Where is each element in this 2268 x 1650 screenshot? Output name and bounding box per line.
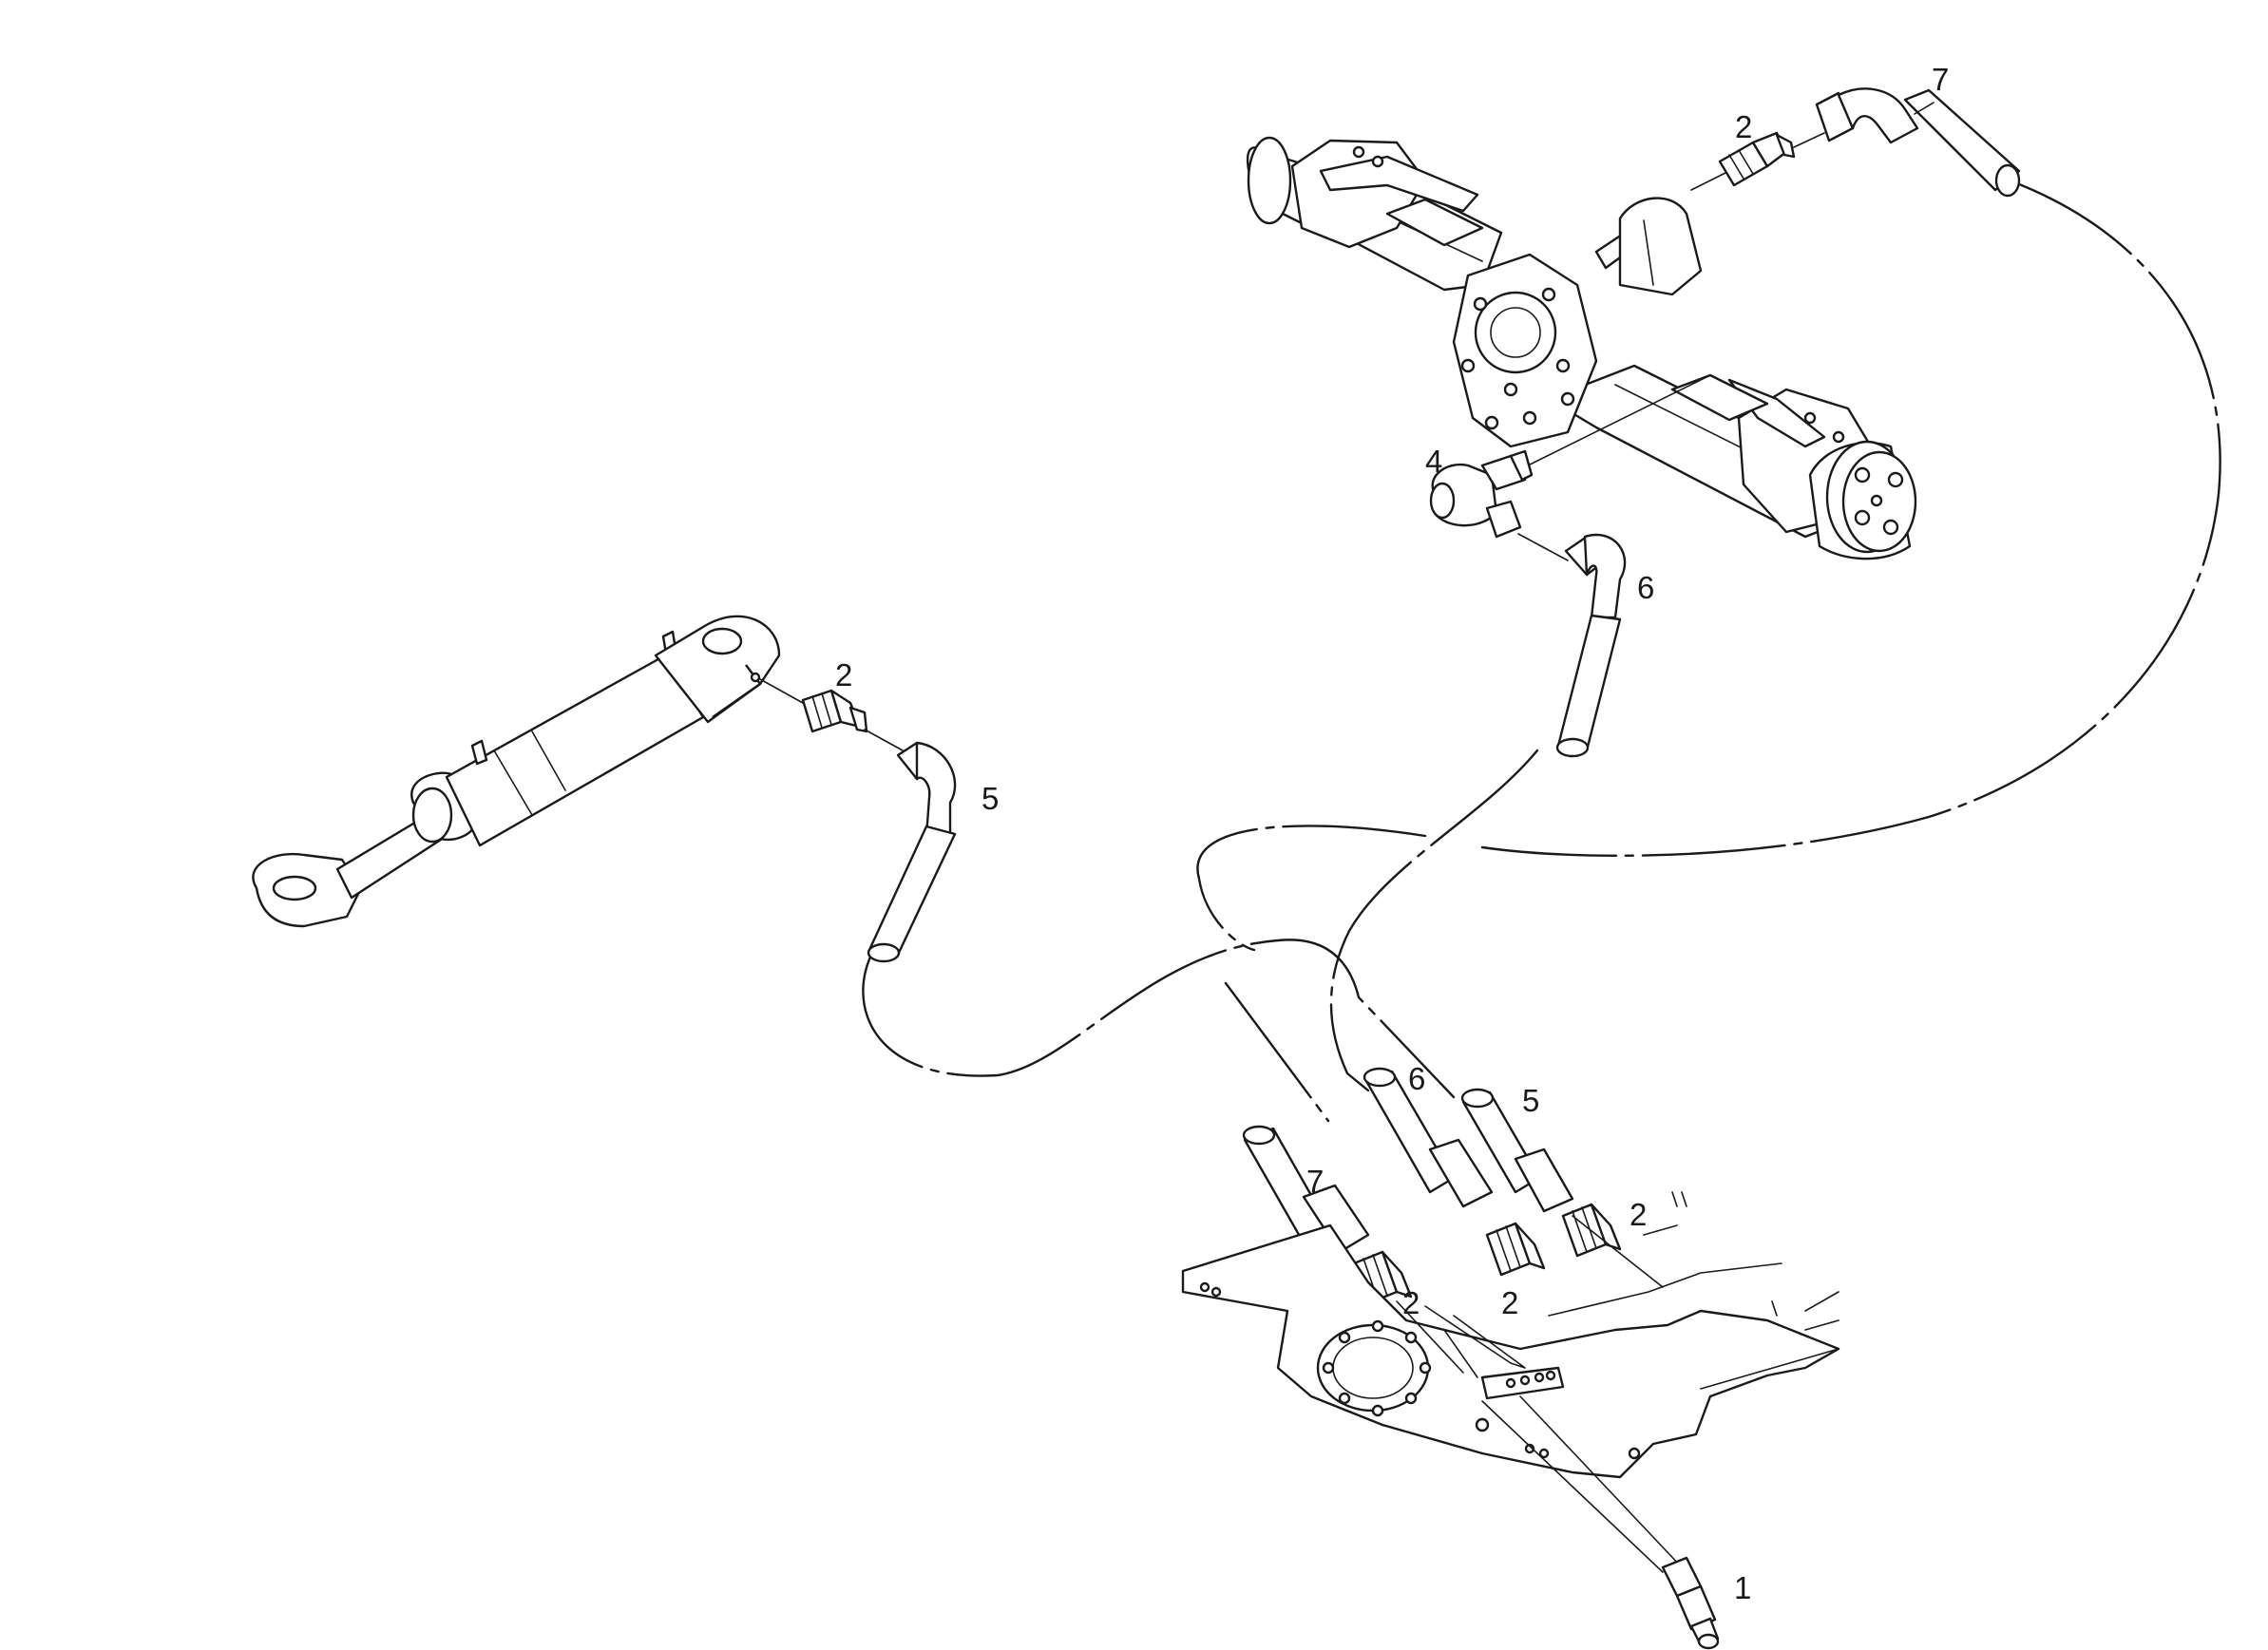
callout-7-upper: 7 (1932, 62, 1949, 97)
hose-7-ferrule-upper (1903, 88, 2021, 192)
hose-5-lower-end (1460, 1088, 1574, 1213)
callout-6-upper: 6 (1637, 570, 1654, 605)
left-hub-face (1247, 136, 1292, 225)
callout-labels: 1 2 2 2 2 2 4 5 5 6 6 7 7 (835, 62, 1949, 1605)
callout-5-upper: 5 (982, 781, 999, 816)
callout-2-lower-mid: 2 (1501, 1285, 1518, 1320)
hose-7-route (1196, 179, 2221, 1123)
mounting-frame (1181, 1191, 1840, 1479)
callout-2-lower-right: 2 (1630, 1197, 1647, 1232)
axle-adapter-fitting-2 (1718, 131, 1796, 187)
callout-4: 4 (1425, 444, 1442, 479)
right-pad-plate (1670, 373, 1769, 422)
callout-7-lower: 7 (1306, 1164, 1324, 1199)
hose-5-upper (867, 741, 957, 963)
left-steering-arm (1319, 155, 1479, 213)
callout-2-lower-left: 2 (1402, 1285, 1420, 1320)
steering-cylinder (252, 615, 781, 928)
hose-5-ferrule-upper (867, 825, 957, 957)
hose-7-axle-end (1815, 87, 2021, 198)
callout-2-cylinder: 2 (835, 657, 852, 692)
hose-6-route (1329, 749, 1539, 1092)
right-hub-studs (1854, 466, 1904, 536)
hose-6-upper (1555, 533, 1627, 758)
left-pad-plate (1385, 198, 1484, 247)
lower-adapter-fitting-2-mid (1485, 1222, 1546, 1277)
frame-bolt-holes (1322, 1319, 1432, 1417)
differential-bolts (1460, 287, 1575, 430)
tee-fitting-4 (1429, 449, 1534, 539)
hose-6-lower-end (1363, 1067, 1494, 1208)
hose-5-route (862, 939, 1456, 1099)
hose-routes (862, 179, 2221, 1123)
frame-plate (1181, 1223, 1840, 1479)
differential-cover (1474, 291, 1557, 374)
hose-6-ferrule-upper (1556, 614, 1622, 752)
cylinder-clevis (654, 615, 781, 724)
callout-5-lower: 5 (1522, 1083, 1539, 1118)
cylinder-adapter-fitting-2 (801, 689, 868, 733)
grease-nipple-barrel (470, 739, 488, 766)
callout-1: 1 (1734, 1570, 1751, 1605)
axle-pinion-housing (1618, 197, 1703, 296)
front-axle-assembly (1246, 136, 1917, 560)
callout-6-lower: 6 (1408, 1061, 1425, 1096)
leader-fitting-4-to-axle (1517, 374, 1711, 471)
grease-nipple-1 (1661, 1556, 1720, 1650)
fitting-leader-lines (1396, 1300, 1683, 1573)
callout-2-axle: 2 (1735, 109, 1752, 144)
